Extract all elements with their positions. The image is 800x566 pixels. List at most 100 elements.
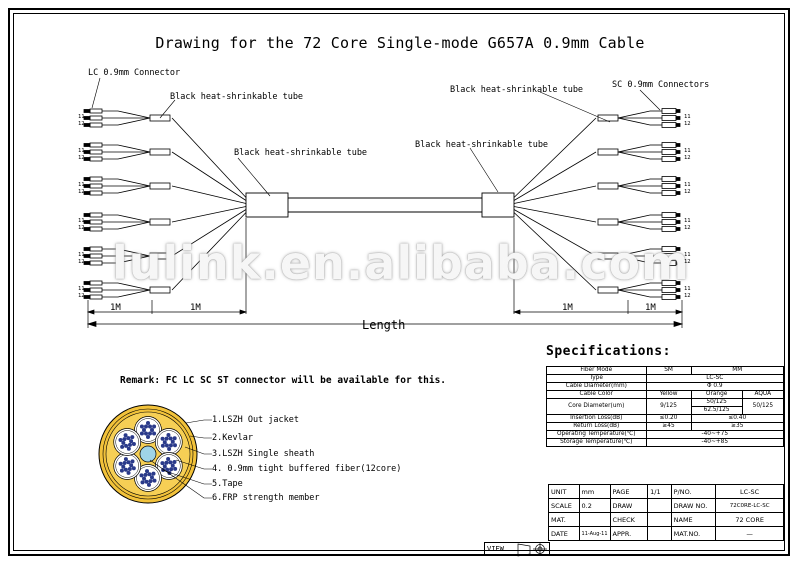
fiber-core bbox=[127, 467, 132, 472]
fiber-core bbox=[126, 470, 131, 475]
left-fiber bbox=[117, 248, 151, 257]
lc-connector bbox=[89, 115, 103, 121]
right-fiber bbox=[617, 117, 651, 126]
right-fiber bbox=[617, 144, 651, 153]
lc-connector bbox=[89, 294, 103, 300]
fiber-number-right: 12 bbox=[684, 293, 691, 299]
lc-connector bbox=[89, 226, 103, 232]
fiber-core bbox=[170, 439, 175, 444]
table-row: Cable Diameter(mm)Φ 0.9 bbox=[546, 382, 785, 391]
fiber-core bbox=[168, 443, 173, 448]
fiber-number-right: 11 bbox=[684, 252, 691, 258]
fiber-core bbox=[162, 464, 167, 469]
fiber-core bbox=[164, 436, 169, 441]
fiber-core bbox=[122, 437, 127, 442]
sc-connector bbox=[661, 156, 677, 162]
fiber-core bbox=[168, 460, 173, 465]
lc-connector-ferrule bbox=[83, 150, 91, 154]
sc-connector-ferrule bbox=[675, 254, 681, 258]
sc-connector bbox=[661, 219, 677, 225]
right-group-fiber bbox=[513, 209, 597, 257]
lc-connector bbox=[89, 156, 103, 162]
fiber-core bbox=[170, 463, 175, 468]
tube-label-left-mid: Black heat-shrinkable tube bbox=[234, 148, 368, 158]
left-group-fiber bbox=[171, 212, 247, 291]
fiber-number-left: 11 bbox=[78, 148, 85, 154]
sc-connector-ferrule bbox=[675, 227, 681, 231]
lc-connector-ferrule bbox=[83, 213, 91, 217]
fiber-core bbox=[131, 466, 136, 471]
fiber-core bbox=[169, 467, 174, 472]
sc-connector bbox=[661, 294, 677, 300]
fiber-core bbox=[172, 459, 177, 464]
fiber-core bbox=[126, 436, 131, 441]
right-group-fiber bbox=[513, 185, 597, 204]
lc-connector-ferrule bbox=[83, 109, 91, 113]
frp-strength-member bbox=[139, 445, 157, 463]
legend-item-2: 2.Kevlar bbox=[212, 433, 253, 443]
lc-connector-ferrule bbox=[83, 184, 91, 188]
fiber-number-right: 12 bbox=[684, 259, 691, 265]
fiber-core bbox=[152, 478, 157, 483]
fiber-core bbox=[127, 442, 132, 447]
sc-connector bbox=[661, 108, 677, 114]
fiber-number-left: 12 bbox=[78, 225, 85, 231]
lc-connector bbox=[89, 246, 103, 252]
fiber-core bbox=[160, 436, 165, 441]
lc-connector-ferrule bbox=[83, 227, 91, 231]
right-fiber bbox=[617, 221, 651, 230]
lc-connector bbox=[89, 142, 103, 148]
sc-connector bbox=[661, 142, 677, 148]
sc-connector-ferrule bbox=[675, 109, 681, 113]
projection-symbol bbox=[517, 543, 547, 557]
right-heat-shrink-tube bbox=[597, 182, 619, 190]
lc-connector bbox=[89, 108, 103, 114]
sc-connector bbox=[661, 226, 677, 232]
fiber-core bbox=[140, 480, 145, 485]
fiber-core bbox=[173, 443, 178, 448]
lc-connector bbox=[89, 219, 103, 225]
drawing-title: Drawing for the 72 Core Single-mode G657… bbox=[155, 34, 645, 52]
fiber-core bbox=[143, 472, 148, 477]
fiber-number-left: 12 bbox=[78, 121, 85, 127]
left-heat-shrink-tube bbox=[149, 218, 171, 226]
fiber-number-right: 12 bbox=[684, 225, 691, 231]
sc-connector bbox=[661, 115, 677, 121]
right-fiber bbox=[617, 151, 651, 160]
specifications-title: Specifications: bbox=[546, 344, 671, 359]
lc-connector-ferrule bbox=[83, 288, 91, 292]
fiber-core bbox=[166, 457, 171, 462]
sc-connector-ferrule bbox=[675, 157, 681, 161]
lc-connector bbox=[89, 183, 103, 189]
fiber-core bbox=[152, 431, 157, 436]
lc-connector-ferrule bbox=[83, 191, 91, 195]
fiber-number-right: 11 bbox=[684, 286, 691, 292]
fiber-core bbox=[148, 479, 153, 484]
fiber-number-right: 11 bbox=[684, 148, 691, 154]
sc-connector-ferrule bbox=[675, 191, 681, 195]
fiber-core bbox=[129, 463, 134, 468]
lc-connector-label: LC 0.9mm Connector bbox=[88, 68, 181, 78]
fiber-number-left: 11 bbox=[78, 252, 85, 258]
fiber-core bbox=[160, 443, 165, 448]
lc-connector-ferrule bbox=[83, 254, 91, 258]
lc-connector-ferrule bbox=[83, 220, 91, 224]
fiber-core bbox=[148, 424, 152, 429]
fiber-core bbox=[167, 446, 172, 451]
fiber-number-right: 12 bbox=[684, 121, 691, 127]
lc-connector-ferrule bbox=[83, 116, 91, 120]
fiber-number-right: 11 bbox=[684, 114, 691, 120]
fiber-core bbox=[149, 475, 154, 480]
sc-connector-ferrule bbox=[675, 281, 681, 285]
right-group-fiber bbox=[513, 151, 597, 201]
sc-connector-ferrule bbox=[675, 295, 681, 299]
fiber-number-right: 11 bbox=[684, 218, 691, 224]
left-group-fiber bbox=[171, 151, 247, 201]
lc-connector bbox=[89, 122, 103, 128]
lc-connector bbox=[89, 253, 103, 259]
fiber-core bbox=[129, 439, 134, 444]
